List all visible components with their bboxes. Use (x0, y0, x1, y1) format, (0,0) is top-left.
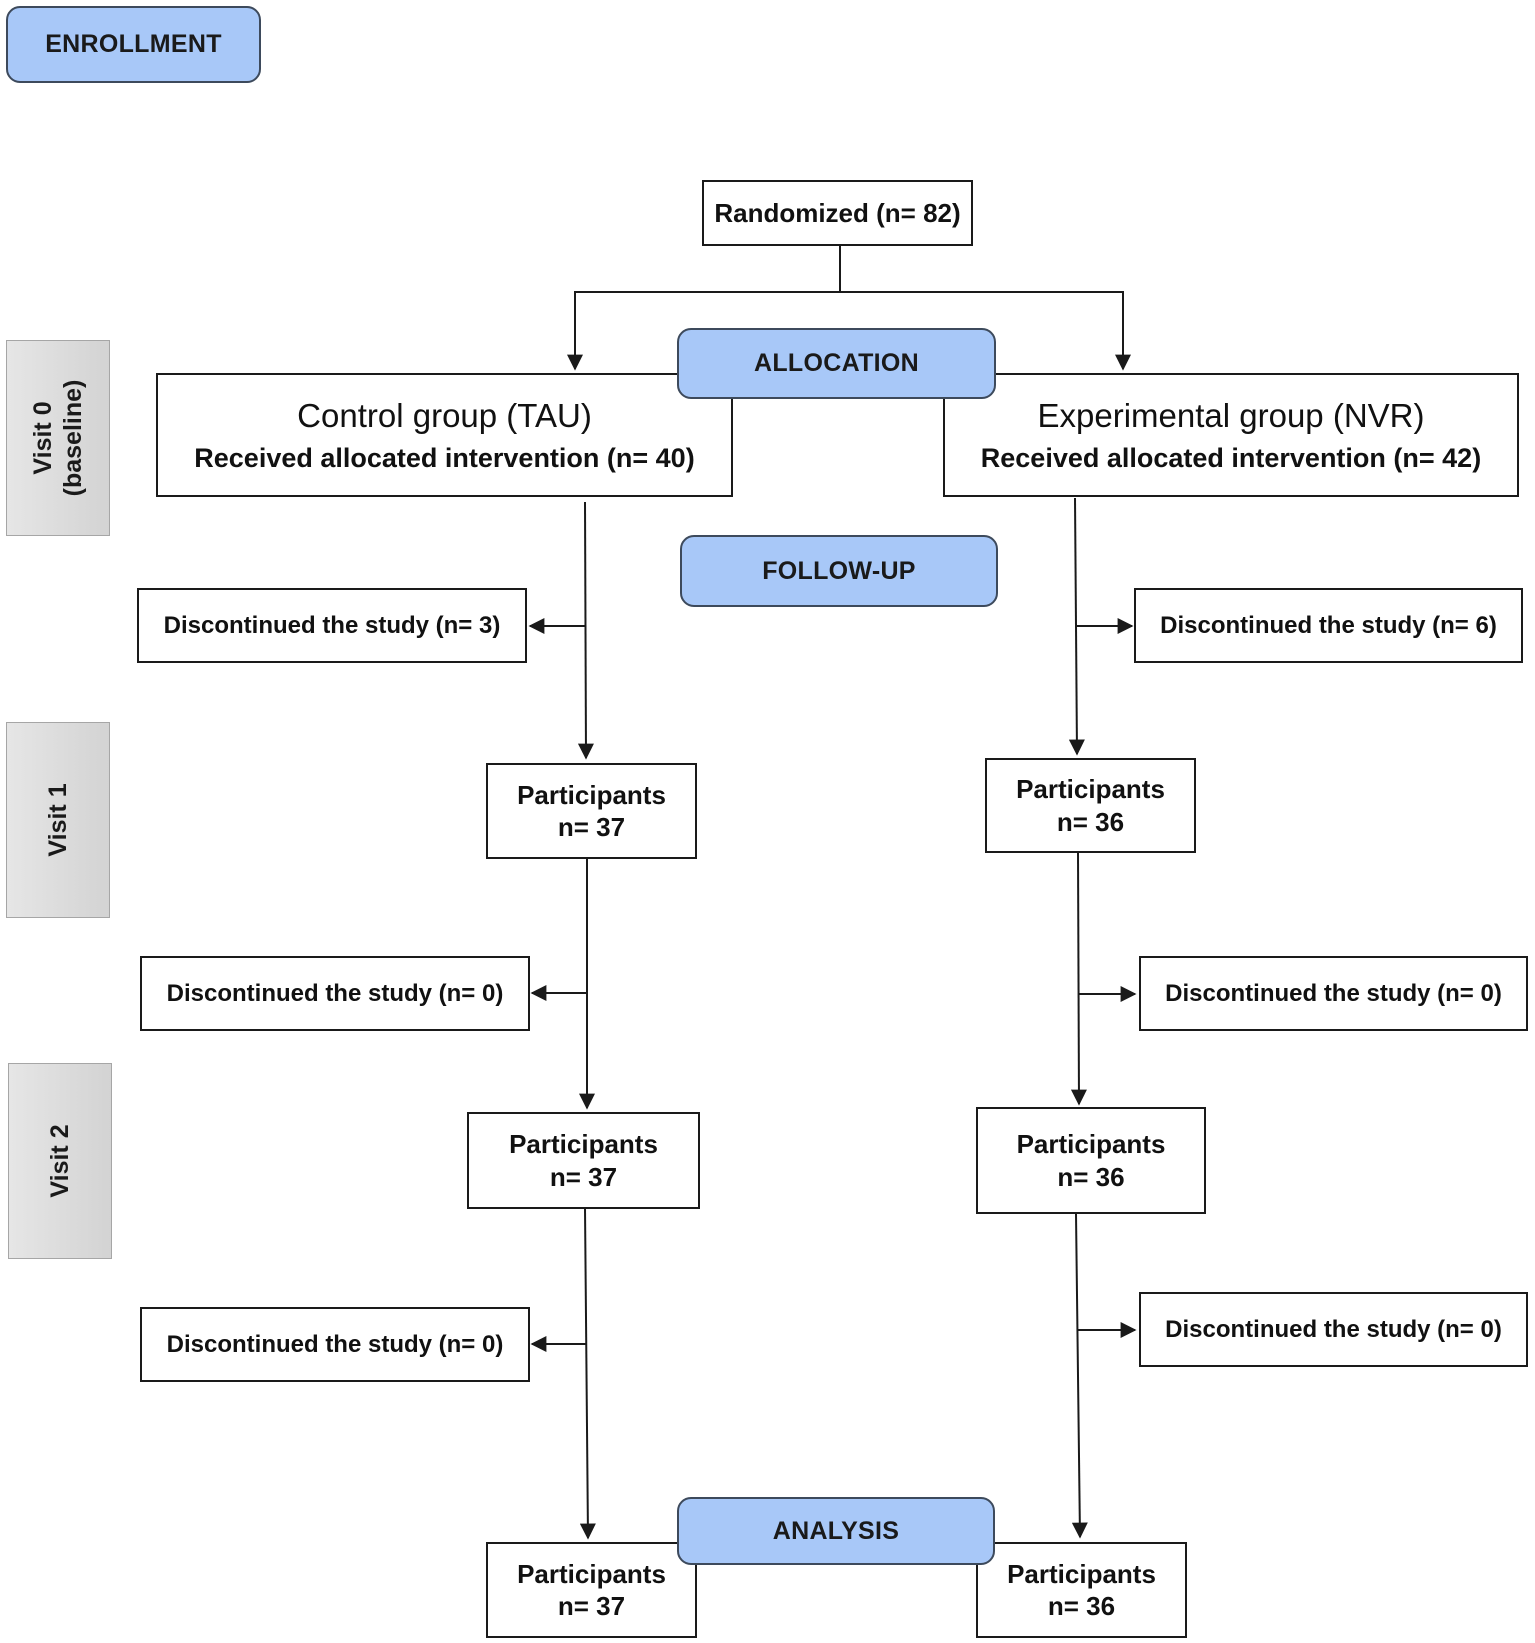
experimental-participants-visit2-label: Participants (1016, 1129, 1166, 1159)
randomized-box: Randomized (n= 82) (702, 180, 973, 246)
experimental-participants-visit1: Participants n= 36 (985, 758, 1196, 853)
visit-2-label: Visit 2 (8, 1063, 112, 1259)
control-line-3 (579, 1207, 596, 1540)
experimental-line-2 (1070, 851, 1087, 1106)
control-participants-analysis-count: n= 37 (557, 1591, 626, 1621)
control-participants-analysis: Participants n= 37 (486, 1542, 697, 1638)
visit-1-text: Visit 1 (44, 783, 72, 857)
visit-2-text: Visit 2 (46, 1124, 74, 1198)
control-group-title: Control group (TAU) (297, 396, 592, 434)
experimental-participants-analysis-label: Participants (1007, 1558, 1156, 1589)
visit-0-text: Visit 0 (baseline) (29, 379, 87, 497)
control-participants-visit2-count: n= 37 (549, 1161, 618, 1192)
visit-0-label: Visit 0 (baseline) (6, 340, 110, 536)
control-discontinued-2: Discontinued the study (n= 0) (140, 956, 530, 1031)
control-participants-visit2-label: Participants (509, 1129, 658, 1159)
experimental-group-title: Experimental group (NVR) (1037, 396, 1425, 434)
control-participants-analysis-label: Participants (517, 1558, 666, 1589)
allocation-phase-label: ALLOCATION (677, 328, 996, 399)
experimental-line-3 (1071, 1213, 1088, 1539)
control-discontinued-1: Discontinued the study (n= 3) (137, 588, 527, 663)
experimental-participants-visit1-count: n= 36 (1056, 806, 1125, 837)
randomized-branch-left (567, 291, 840, 371)
experimental-participants-visit2: Participants n= 36 (976, 1107, 1206, 1214)
experimental-participants-visit2-count: n= 36 (1057, 1161, 1125, 1192)
control-line-1 (577, 501, 594, 760)
control-participants-visit1: Participants n= 37 (486, 763, 697, 859)
experimental-group-allocated: Received allocated intervention (n= 42) (980, 442, 1482, 473)
enrollment-phase-label: ENROLLMENT (6, 6, 261, 83)
control-discontinued-3: Discontinued the study (n= 0) (140, 1307, 530, 1382)
follow-up-phase-label: FOLLOW-UP (680, 535, 998, 607)
visit-1-label: Visit 1 (6, 722, 110, 918)
experimental-participants-analysis-count: n= 36 (1047, 1591, 1116, 1621)
control-participants-visit1-label: Participants (517, 779, 666, 810)
control-participants-visit1-count: n= 37 (557, 812, 626, 842)
control-participants-visit2: Participants n= 37 (467, 1112, 700, 1209)
experimental-participants-analysis: Participants n= 36 (976, 1542, 1187, 1638)
analysis-phase-label: ANALYSIS (677, 1497, 995, 1565)
experimental-discontinued-3: Discontinued the study (n= 0) (1139, 1292, 1528, 1367)
experimental-group-box: Experimental group (NVR) Received alloca… (943, 373, 1519, 497)
randomized-branch-right (840, 291, 1131, 371)
experimental-participants-visit1-label: Participants (1016, 774, 1165, 804)
experimental-discontinued-2: Discontinued the study (n= 0) (1139, 956, 1528, 1031)
control-group-allocated: Received allocated intervention (n= 40) (194, 442, 695, 473)
control-group-box: Control group (TAU) Received allocated i… (156, 373, 733, 497)
experimental-discontinued-1: Discontinued the study (n= 6) (1134, 588, 1523, 663)
